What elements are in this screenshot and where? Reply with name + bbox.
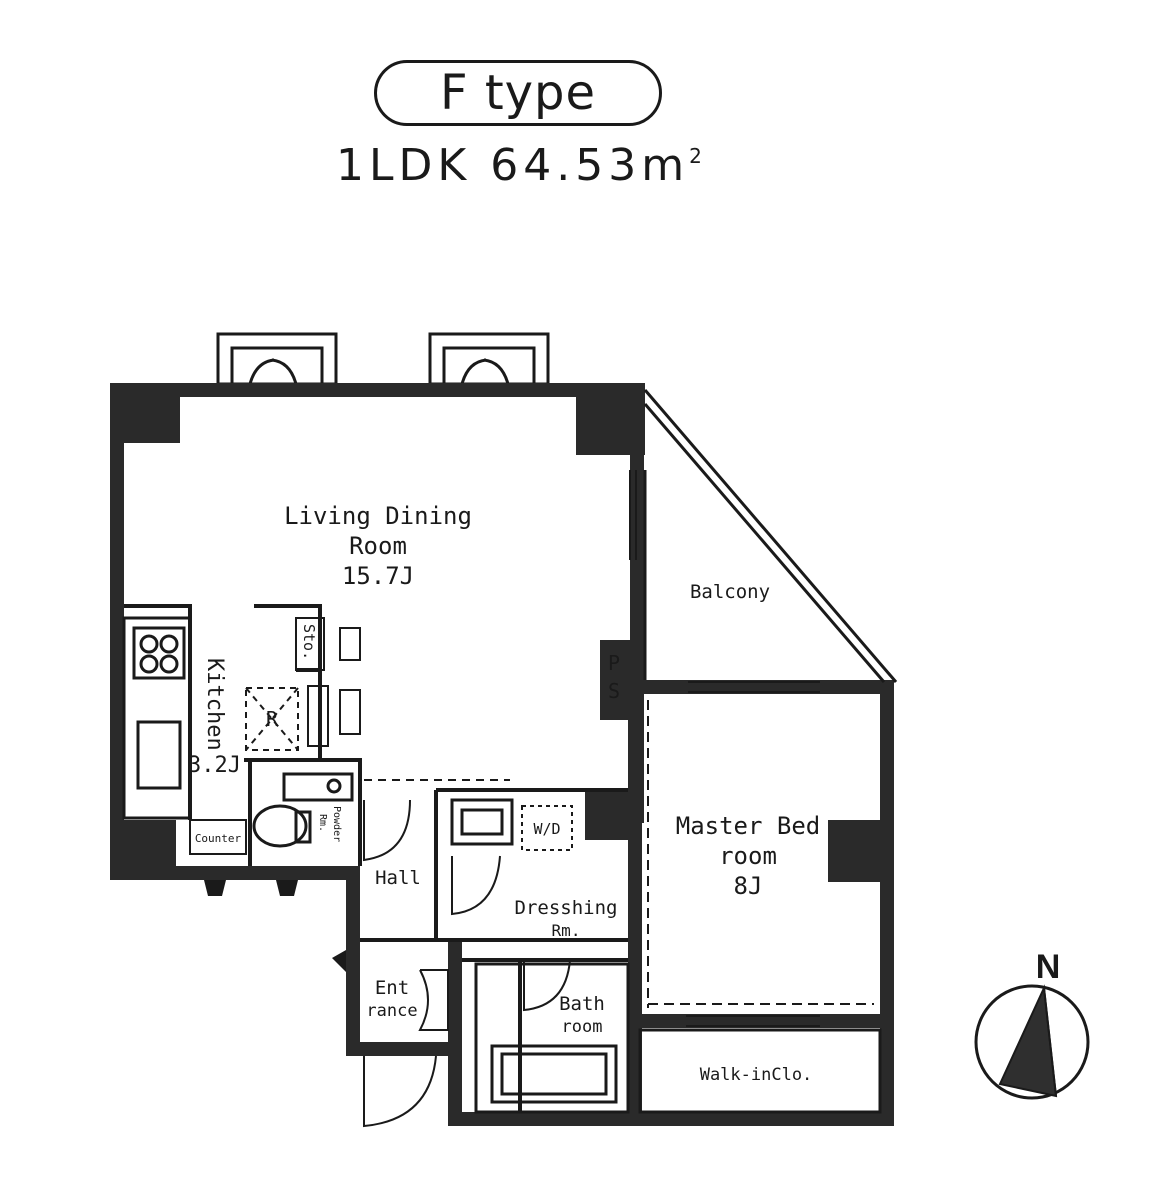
walkin-label: Walk-inClo. bbox=[700, 1065, 813, 1085]
entrance-label-2: rance bbox=[366, 1001, 417, 1021]
north-compass: N bbox=[974, 948, 1090, 1100]
kitchen-label: Kitchen bbox=[202, 658, 227, 751]
outer-walls bbox=[110, 383, 894, 1126]
toilet bbox=[252, 772, 354, 848]
entrance-label-1: Ent bbox=[375, 977, 409, 999]
living-size: 15.7J bbox=[342, 562, 414, 590]
master-size: 8J bbox=[734, 872, 763, 900]
dressing-label-2: Rm. bbox=[552, 921, 581, 940]
area-value: 64.53m bbox=[490, 140, 690, 191]
window-bay-left bbox=[216, 332, 338, 386]
door-swings bbox=[363, 799, 571, 1128]
sliding-doors bbox=[364, 470, 874, 1027]
storage-doors bbox=[295, 617, 361, 747]
layout-label: 1LDK bbox=[336, 140, 472, 191]
counter-label: Counter bbox=[195, 832, 242, 845]
counter-box bbox=[189, 819, 247, 855]
bath-label-1: Bath bbox=[559, 993, 605, 1015]
master-label-2: room bbox=[719, 842, 777, 870]
balcony-label: Balcony bbox=[690, 581, 770, 603]
kitchen-counter bbox=[122, 616, 192, 820]
dressing-label-1: Dresshing bbox=[515, 897, 618, 919]
living-label-2: Room bbox=[349, 532, 407, 560]
hall-label: Hall bbox=[375, 867, 421, 889]
pipe-space-s: S bbox=[608, 679, 620, 703]
master-label-1: Master Bed bbox=[676, 812, 821, 840]
washer-label: W/D bbox=[533, 820, 560, 838]
living-label-1: Living Dining bbox=[284, 502, 472, 530]
type-badge: F type bbox=[374, 60, 662, 126]
area-unit-sup: 2 bbox=[689, 144, 702, 168]
bath-frame bbox=[474, 962, 882, 1114]
north-label: N bbox=[1036, 948, 1061, 986]
washer-space bbox=[521, 805, 573, 851]
window-bay-right bbox=[428, 332, 550, 386]
powder-label-2: Rm. bbox=[317, 814, 328, 832]
storage-label: Sto. bbox=[300, 624, 318, 660]
refrigerator-label: R bbox=[266, 707, 279, 731]
powder-label-1: Powder bbox=[331, 806, 342, 842]
balcony-rail bbox=[643, 389, 898, 683]
bathtub bbox=[490, 1044, 618, 1104]
exterior-door-marks bbox=[204, 880, 346, 972]
interior-walls bbox=[124, 604, 628, 1112]
refrigerator-space bbox=[245, 687, 299, 751]
bath-label-2: room bbox=[562, 1017, 603, 1037]
sink-and-washer bbox=[450, 798, 514, 846]
compass-ring-icon bbox=[974, 984, 1090, 1100]
pipe-space-p: P bbox=[608, 651, 620, 675]
area-line: 1LDK 64.53m2 bbox=[336, 140, 702, 191]
compass-needle-icon bbox=[998, 984, 1058, 1098]
type-label: F type bbox=[439, 65, 597, 121]
kitchen-size: 3.2J bbox=[188, 753, 241, 778]
room-labels: Living Dining Room 15.7J Kitchen 3.2J R … bbox=[188, 502, 820, 1085]
